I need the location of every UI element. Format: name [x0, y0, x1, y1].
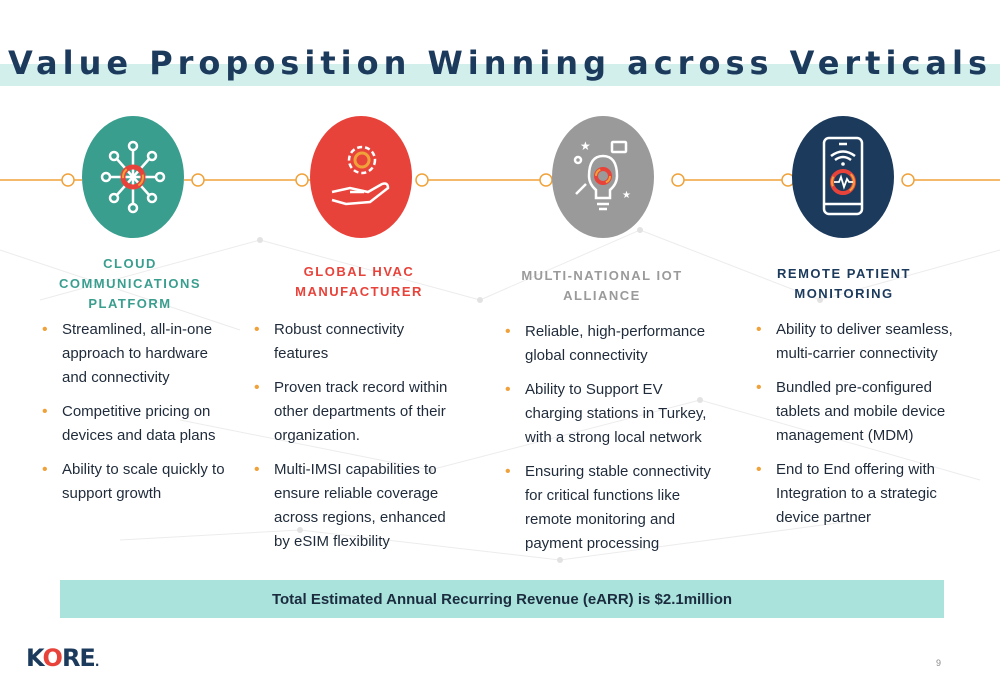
page-title: Value Proposition Winning across Vertica…	[7, 44, 993, 82]
lightbulb-idea-icon: ★ ★	[552, 116, 654, 238]
earr-summary-text: Total Estimated Annual Recurring Revenue…	[271, 590, 733, 608]
title-highlight-band	[0, 64, 1000, 86]
bullet-list-rpm: Ability to deliver seamless, multi-carri…	[754, 318, 954, 540]
list-item: Reliable, high-performance global connec…	[503, 320, 713, 368]
network-hub-icon	[82, 116, 184, 238]
bullet-list-hvac: Robust connectivity features Proven trac…	[252, 318, 462, 564]
bullet-list-cloud: Streamlined, all-in-one approach to hard…	[40, 318, 230, 516]
earr-summary-banner: Total Estimated Annual Recurring Revenue…	[60, 580, 944, 618]
page-number: 9	[936, 658, 942, 668]
timeline-connector	[0, 173, 1000, 187]
list-item: Ability to Support EV charging stations …	[503, 378, 713, 450]
list-item: Multi-IMSI capabilities to ensure reliab…	[252, 458, 462, 554]
kore-logo: KORE.	[26, 644, 99, 672]
smartphone-heartbeat-icon	[792, 116, 894, 238]
column-title-rpm: REMOTE PATIENT MONITORING	[777, 266, 911, 301]
list-item: Ability to deliver seamless, multi-carri…	[754, 318, 954, 366]
list-item: Ensuring stable connectivity for critica…	[503, 460, 713, 556]
svg-text:★: ★	[622, 190, 631, 201]
column-title-hvac: GLOBAL HVAC MANUFACTURER	[295, 264, 423, 299]
list-item: End to End offering with Integration to …	[754, 458, 954, 530]
list-item: Proven track record within other departm…	[252, 376, 462, 448]
bullet-list-iot: Reliable, high-performance global connec…	[503, 320, 713, 566]
column-title-iot: MULTI-NATIONAL IOT ALLIANCE	[521, 268, 683, 303]
list-item: Robust connectivity features	[252, 318, 462, 366]
list-item: Bundled pre-configured tablets and mobil…	[754, 376, 954, 448]
gear-in-hand-icon	[310, 116, 412, 238]
list-item: Streamlined, all-in-one approach to hard…	[40, 318, 230, 390]
list-item: Competitive pricing on devices and data …	[40, 400, 230, 448]
column-title-cloud: CLOUD COMMUNICATIONS PLATFORM	[58, 256, 202, 311]
svg-text:★: ★	[580, 139, 591, 153]
list-item: Ability to scale quickly to support grow…	[40, 458, 230, 506]
